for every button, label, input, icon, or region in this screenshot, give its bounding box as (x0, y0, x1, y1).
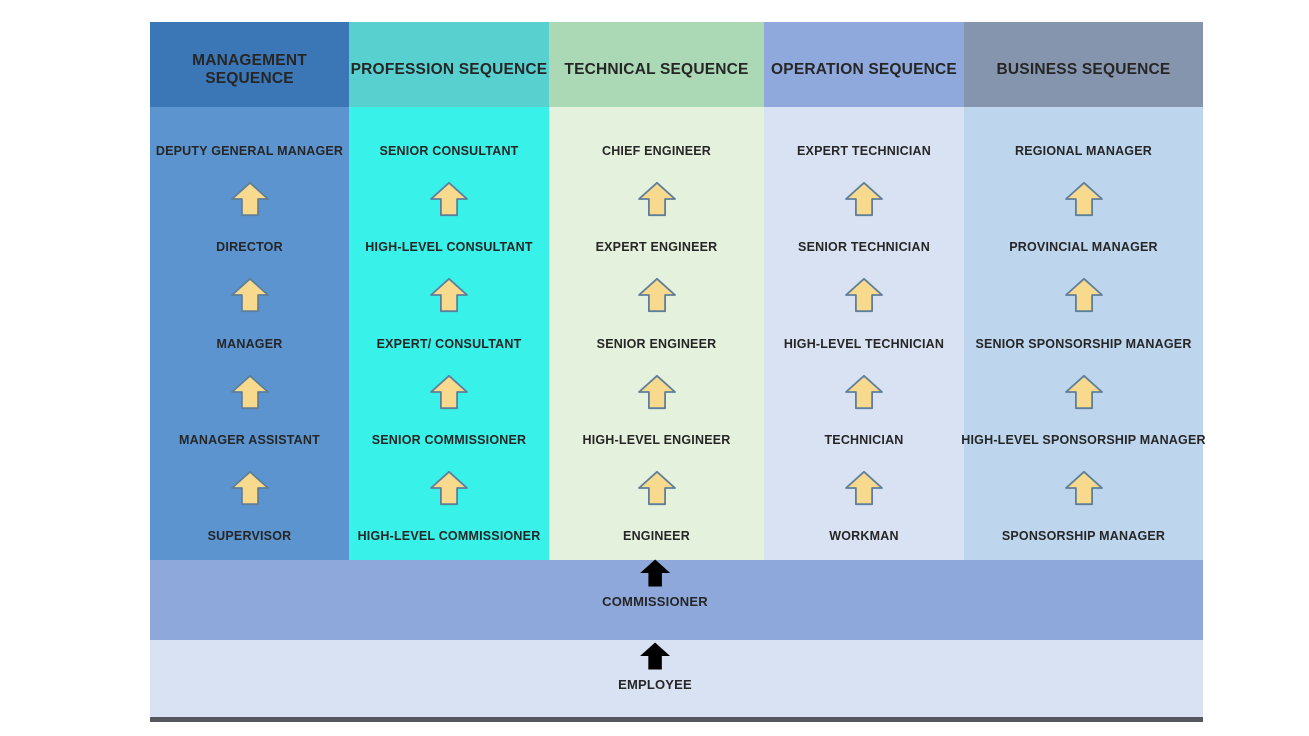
level-label: EXPERT ENGINEER (595, 240, 718, 255)
level-label: HIGH-LEVEL SPONSORSHIP MANAGER (961, 432, 1206, 447)
level-label: CHIEF ENGINEER (601, 144, 712, 158)
band-label: COMMISSIONER (602, 594, 708, 609)
level-label: HIGH-LEVEL TECHNICIAN (783, 336, 945, 351)
level-label: PROVINCIAL MANAGER (1009, 240, 1158, 255)
column-profession-sequence: PROFESSION SEQUENCE SENIOR CONSULTANT HI… (349, 22, 549, 560)
column-body: SENIOR CONSULTANT HIGH-LEVEL CONSULTANT … (349, 107, 549, 560)
up-arrow-icon (843, 374, 885, 410)
column-body: DEPUTY GENERAL MANAGER DIRECTOR MANAGER … (150, 107, 349, 560)
column-header: OPERATION SEQUENCE (764, 22, 964, 107)
level-label: DEPUTY GENERAL MANAGER (155, 144, 344, 158)
up-arrow-icon (428, 181, 470, 217)
up-arrow-icon (636, 181, 678, 217)
up-arrow-icon (229, 181, 271, 217)
column-body: CHIEF ENGINEER EXPERT ENGINEER SENIOR EN… (549, 107, 764, 560)
level-label: HIGH-LEVEL COMMISSIONER (357, 529, 541, 543)
employee-band-content: EMPLOYEE (618, 641, 692, 692)
up-arrow-icon (636, 277, 678, 313)
column-business-sequence: BUSINESS SEQUENCE REGIONAL MANAGER PROVI… (961, 22, 1206, 560)
up-arrow-icon (1063, 181, 1105, 217)
up-arrow-icon (428, 277, 470, 313)
column-body: REGIONAL MANAGER PROVINCIAL MANAGER SENI… (961, 107, 1206, 560)
column-header: TECHNICAL SEQUENCE (549, 22, 764, 107)
column-body: EXPERT TECHNICIAN SENIOR TECHNICIAN HIGH… (764, 107, 964, 560)
column-header: BUSINESS SEQUENCE (964, 22, 1203, 107)
band-label: EMPLOYEE (618, 677, 692, 692)
level-label: REGIONAL MANAGER (1014, 144, 1152, 158)
up-arrow-icon (428, 470, 470, 506)
sequence-columns: MANAGEMENT SEQUENCE DEPUTY GENERAL MANAG… (150, 22, 1206, 560)
column-technical-sequence: TECHNICAL SEQUENCE CHIEF ENGINEER EXPERT… (549, 22, 764, 560)
baseline-divider (150, 717, 1203, 722)
level-label: SENIOR TECHNICIAN (798, 240, 930, 255)
commissioner-band: COMMISSIONER (150, 560, 1203, 640)
up-arrow-icon (428, 374, 470, 410)
level-label: EXPERT TECHNICIAN (797, 144, 931, 158)
level-label: SENIOR ENGINEER (596, 336, 717, 351)
level-label: ENGINEER (623, 529, 690, 543)
commissioner-band-content: COMMISSIONER (602, 558, 708, 609)
up-arrow-icon (843, 277, 885, 313)
up-arrow-icon (636, 470, 678, 506)
level-label: SPONSORSHIP MANAGER (1001, 529, 1166, 543)
level-label: HIGH-LEVEL CONSULTANT (365, 240, 533, 255)
up-arrow-icon (1063, 470, 1105, 506)
up-arrow-icon (638, 558, 672, 588)
up-arrow-icon (1063, 374, 1105, 410)
level-label: EXPERT/ CONSULTANT (376, 336, 522, 351)
level-label: SUPERVISOR (207, 529, 292, 543)
column-header: PROFESSION SEQUENCE (349, 22, 549, 107)
employee-band: EMPLOYEE (150, 640, 1203, 717)
up-arrow-icon (843, 181, 885, 217)
column-header: MANAGEMENT SEQUENCE (150, 22, 349, 107)
level-label: TECHNICIAN (824, 432, 904, 447)
level-label: DIRECTOR (216, 240, 283, 255)
up-arrow-icon (229, 277, 271, 313)
up-arrow-icon (636, 374, 678, 410)
level-label: WORKMAN (829, 529, 899, 543)
level-label: SENIOR CONSULTANT (379, 144, 519, 158)
column-management-sequence: MANAGEMENT SEQUENCE DEPUTY GENERAL MANAG… (150, 22, 349, 560)
up-arrow-icon (229, 470, 271, 506)
level-label: SENIOR SPONSORSHIP MANAGER (975, 336, 1192, 351)
column-operation-sequence: OPERATION SEQUENCE EXPERT TECHNICIAN SEN… (764, 22, 964, 560)
level-label: MANAGER (216, 336, 283, 351)
level-label: SENIOR COMMISSIONER (371, 432, 527, 447)
level-label: MANAGER ASSISTANT (179, 432, 320, 447)
level-label: HIGH-LEVEL ENGINEER (582, 432, 731, 447)
up-arrow-icon (229, 374, 271, 410)
up-arrow-icon (843, 470, 885, 506)
up-arrow-icon (638, 641, 672, 671)
career-sequence-diagram: MANAGEMENT SEQUENCE DEPUTY GENERAL MANAG… (150, 22, 1206, 722)
up-arrow-icon (1063, 277, 1105, 313)
